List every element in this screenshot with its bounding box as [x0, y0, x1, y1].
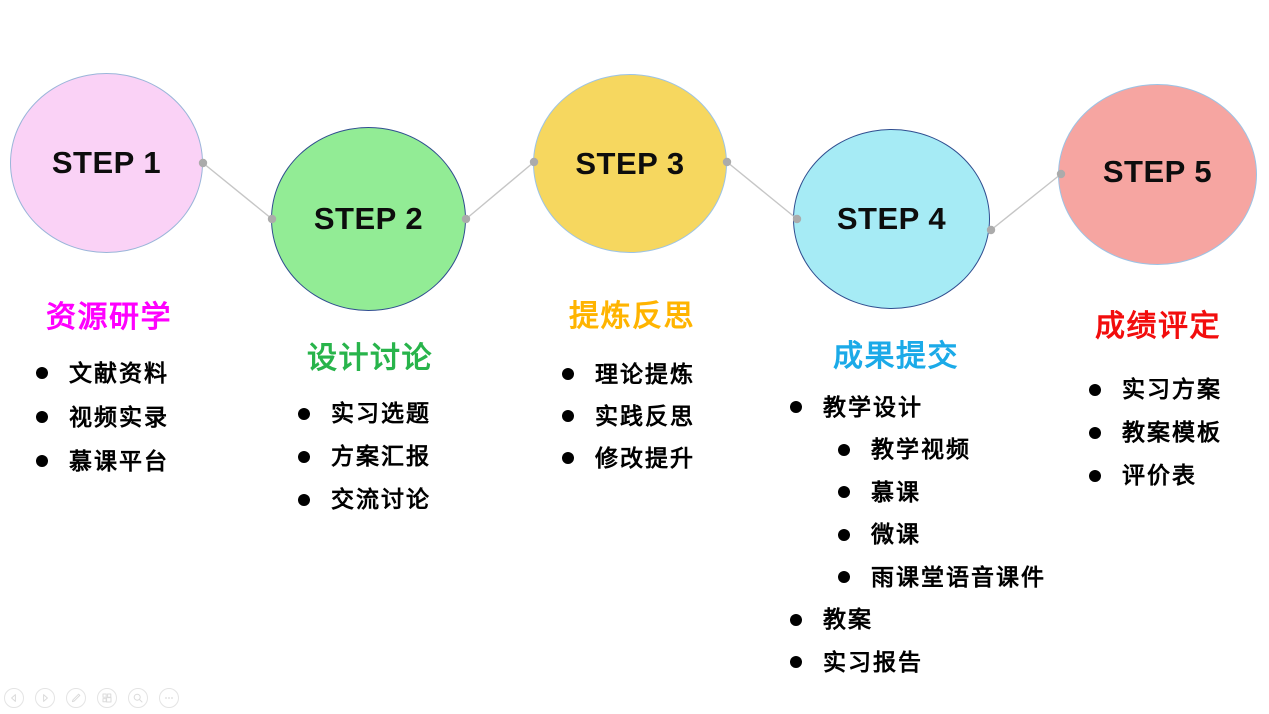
list-item: 评价表	[1089, 454, 1222, 497]
presentation-toolbar	[4, 688, 179, 708]
step-1-heading: 资源研学	[46, 301, 172, 334]
bullet-icon	[838, 571, 850, 584]
step-5-label: STEP 5	[1102, 153, 1213, 189]
magnifier-icon	[133, 693, 143, 703]
step-5-circle: STEP 5	[1058, 84, 1257, 265]
list-item-nested: 雨课堂语音课件	[838, 556, 1046, 599]
list-item-label: 实习选题	[331, 400, 431, 426]
pen-icon	[71, 693, 81, 703]
bullet-icon	[1089, 383, 1101, 396]
bullet-icon	[790, 656, 802, 669]
list-item-label: 文献资料	[69, 359, 169, 386]
next-slide-button[interactable]	[35, 688, 55, 708]
list-item-nested: 慕课	[838, 471, 1046, 514]
previous-slide-button[interactable]	[4, 688, 24, 708]
step-4-heading: 成果提交	[833, 340, 959, 373]
step-4-label: STEP 4	[836, 201, 947, 236]
bullet-icon	[838, 486, 850, 499]
list-item-label: 教学设计	[823, 393, 923, 420]
step-1-label: STEP 1	[51, 145, 162, 180]
bullet-icon	[838, 528, 850, 541]
list-item-nested: 教学视频	[838, 429, 1046, 472]
list-item-label: 交流讨论	[331, 486, 431, 512]
list-item-label: 教案	[823, 606, 873, 633]
list-item-label: 慕课	[871, 478, 921, 505]
bullet-icon	[562, 452, 574, 464]
bullet-icon	[1089, 426, 1101, 439]
bullet-icon	[298, 450, 310, 463]
list-item-label: 视频实录	[69, 403, 169, 430]
step-3-label: STEP 3	[575, 145, 685, 181]
list-item-label: 教案模板	[1122, 419, 1222, 445]
slide-browser-icon	[102, 693, 112, 703]
bullet-icon	[36, 411, 48, 423]
list-item: 修改提升	[562, 437, 695, 479]
list-item: 教学设计	[790, 386, 1046, 429]
list-item: 交流讨论	[298, 478, 431, 521]
list-item-label: 慕课平台	[69, 447, 169, 474]
list-item-label: 实习报告	[823, 648, 923, 675]
connector-1-2	[198, 158, 277, 224]
bullet-icon	[36, 367, 48, 379]
list-item-label: 修改提升	[595, 444, 695, 471]
step-4-circle: STEP 4	[793, 129, 990, 309]
bullet-icon	[298, 493, 310, 506]
list-item: 理论提炼	[562, 353, 695, 395]
previous-icon	[11, 694, 16, 702]
list-item-label: 方案汇报	[331, 443, 431, 469]
bullet-icon	[790, 401, 802, 414]
list-item-label: 教学视频	[871, 436, 971, 463]
bullet-icon	[562, 368, 574, 380]
list-item-label: 理论提炼	[595, 360, 695, 387]
list-item-label: 评价表	[1122, 462, 1197, 488]
bullet-icon	[298, 407, 310, 420]
list-item-nested: 微课	[838, 514, 1046, 557]
list-item: 视频实录	[36, 395, 169, 439]
list-item: 实习选题	[298, 392, 431, 435]
list-item: 教案模板	[1089, 411, 1222, 454]
step-1-circle: STEP 1	[10, 73, 203, 253]
list-item: 文献资料	[36, 351, 169, 395]
zoom-tool-button[interactable]	[128, 688, 148, 708]
slide-browser-button[interactable]	[97, 688, 117, 708]
list-item: 实习方案	[1089, 368, 1222, 411]
bullet-icon	[562, 410, 574, 422]
connector-3-4	[722, 157, 802, 224]
step-2-heading: 设计讨论	[307, 342, 433, 375]
list-item: 慕课平台	[36, 439, 169, 483]
list-item-label: 雨课堂语音课件	[871, 563, 1046, 590]
step-4-list: 教学设计 教学视频 慕课 微课 雨课堂语音课件 教案 实习报告	[790, 386, 1046, 684]
list-item-label: 实习方案	[1122, 376, 1222, 402]
list-item-label: 实践反思	[595, 402, 695, 429]
more-options-button[interactable]	[159, 688, 179, 708]
connector-4-5	[986, 169, 1066, 235]
step-3-list: 理论提炼 实践反思 修改提升	[562, 353, 695, 479]
pen-tool-button[interactable]	[66, 688, 86, 708]
list-item: 教案	[790, 599, 1046, 642]
step-2-label: STEP 2	[313, 201, 424, 236]
list-item: 实践反思	[562, 395, 695, 437]
step-3-heading: 提炼反思	[569, 300, 695, 333]
bullet-icon	[838, 443, 850, 456]
bullet-icon	[36, 455, 48, 467]
next-icon	[43, 694, 48, 702]
connector-2-3	[461, 157, 539, 224]
ellipsis-icon	[165, 697, 173, 699]
list-item: 方案汇报	[298, 435, 431, 478]
list-item-label: 微课	[871, 521, 921, 548]
step-1-list: 文献资料 视频实录 慕课平台	[36, 351, 169, 483]
list-item: 实习报告	[790, 641, 1046, 684]
bullet-icon	[1089, 469, 1101, 482]
step-3-circle: STEP 3	[533, 74, 727, 253]
bullet-icon	[790, 613, 802, 626]
step-5-list: 实习方案 教案模板 评价表	[1089, 368, 1222, 497]
step-5-heading: 成绩评定	[1095, 310, 1221, 343]
step-2-list: 实习选题 方案汇报 交流讨论	[298, 392, 431, 521]
step-2-circle: STEP 2	[271, 127, 466, 311]
